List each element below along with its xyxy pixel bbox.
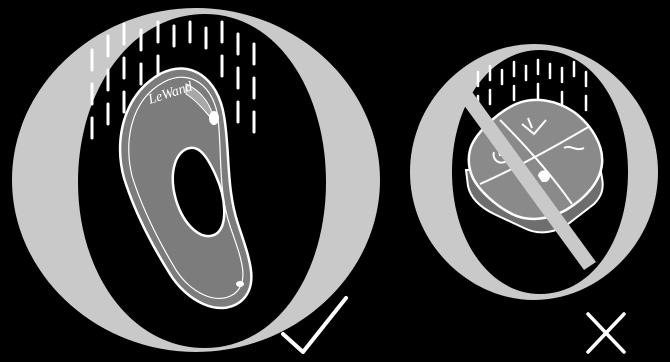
ring-device: LeWand (120, 68, 251, 308)
not-allowed-panel (410, 44, 658, 352)
ring-device-button (209, 111, 219, 125)
ring-device-port (236, 281, 244, 287)
allowed-panel: LeWand (12, 8, 380, 352)
cross-mark-icon (588, 314, 624, 352)
